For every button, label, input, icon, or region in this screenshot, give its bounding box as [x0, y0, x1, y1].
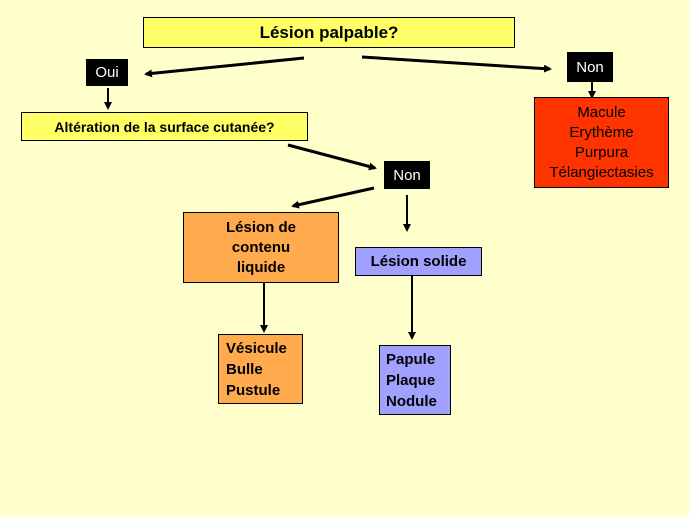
root-question-box: Lésion palpable? [143, 17, 515, 48]
non-tag-mid: Non [384, 161, 430, 189]
non-tag-top: Non [567, 52, 613, 82]
liquide-line-3: liquide [236, 258, 286, 276]
oui-tag: Oui [86, 59, 128, 86]
result-bulle: Bulle [226, 360, 263, 378]
solide-box: Lésion solide [355, 247, 482, 276]
non-mid-label: Non [393, 166, 421, 184]
result-erytheme: Erythème [569, 123, 634, 141]
non-top-label: Non [576, 58, 604, 76]
surface-question-label: Altération de la surface cutanée? [54, 118, 275, 135]
arrow-root-to-oui [144, 56, 305, 78]
solide-label: Lésion solide [370, 253, 467, 270]
arrow-root-to-non [361, 55, 552, 73]
result-plaque: Plaque [386, 371, 436, 389]
result-vesicule: Vésicule [226, 339, 287, 357]
result-macule: Macule [577, 103, 626, 121]
root-question-label: Lésion palpable? [259, 22, 399, 42]
arrow-non-to-liquide [291, 186, 375, 209]
red-result-box: Macule Erythème Purpura Télangiectasies [534, 97, 669, 188]
result-pustule: Pustule [226, 381, 281, 399]
surface-question-box: Altération de la surface cutanée? [21, 112, 308, 141]
result-papule: Papule [386, 350, 436, 368]
oui-label: Oui [95, 64, 119, 81]
liquide-box: Lésion de contenu liquide [183, 212, 339, 283]
result-purpura: Purpura [574, 143, 629, 161]
result-telangiectasies: Télangiectasies [549, 163, 654, 181]
vesicule-box: Vésicule Bulle Pustule [218, 334, 303, 404]
arrow-surface-to-non [287, 143, 377, 171]
liquide-line-2: contenu [231, 238, 291, 256]
result-nodule: Nodule [386, 392, 437, 410]
papule-box: Papule Plaque Nodule [379, 345, 451, 415]
liquide-line-1: Lésion de [225, 218, 296, 236]
